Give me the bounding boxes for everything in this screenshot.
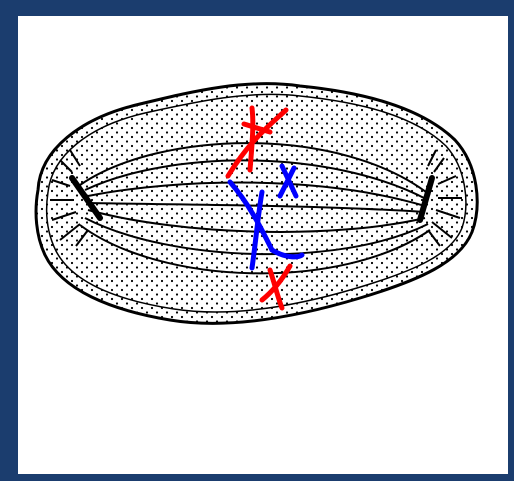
cell-division-diagram xyxy=(0,0,514,481)
